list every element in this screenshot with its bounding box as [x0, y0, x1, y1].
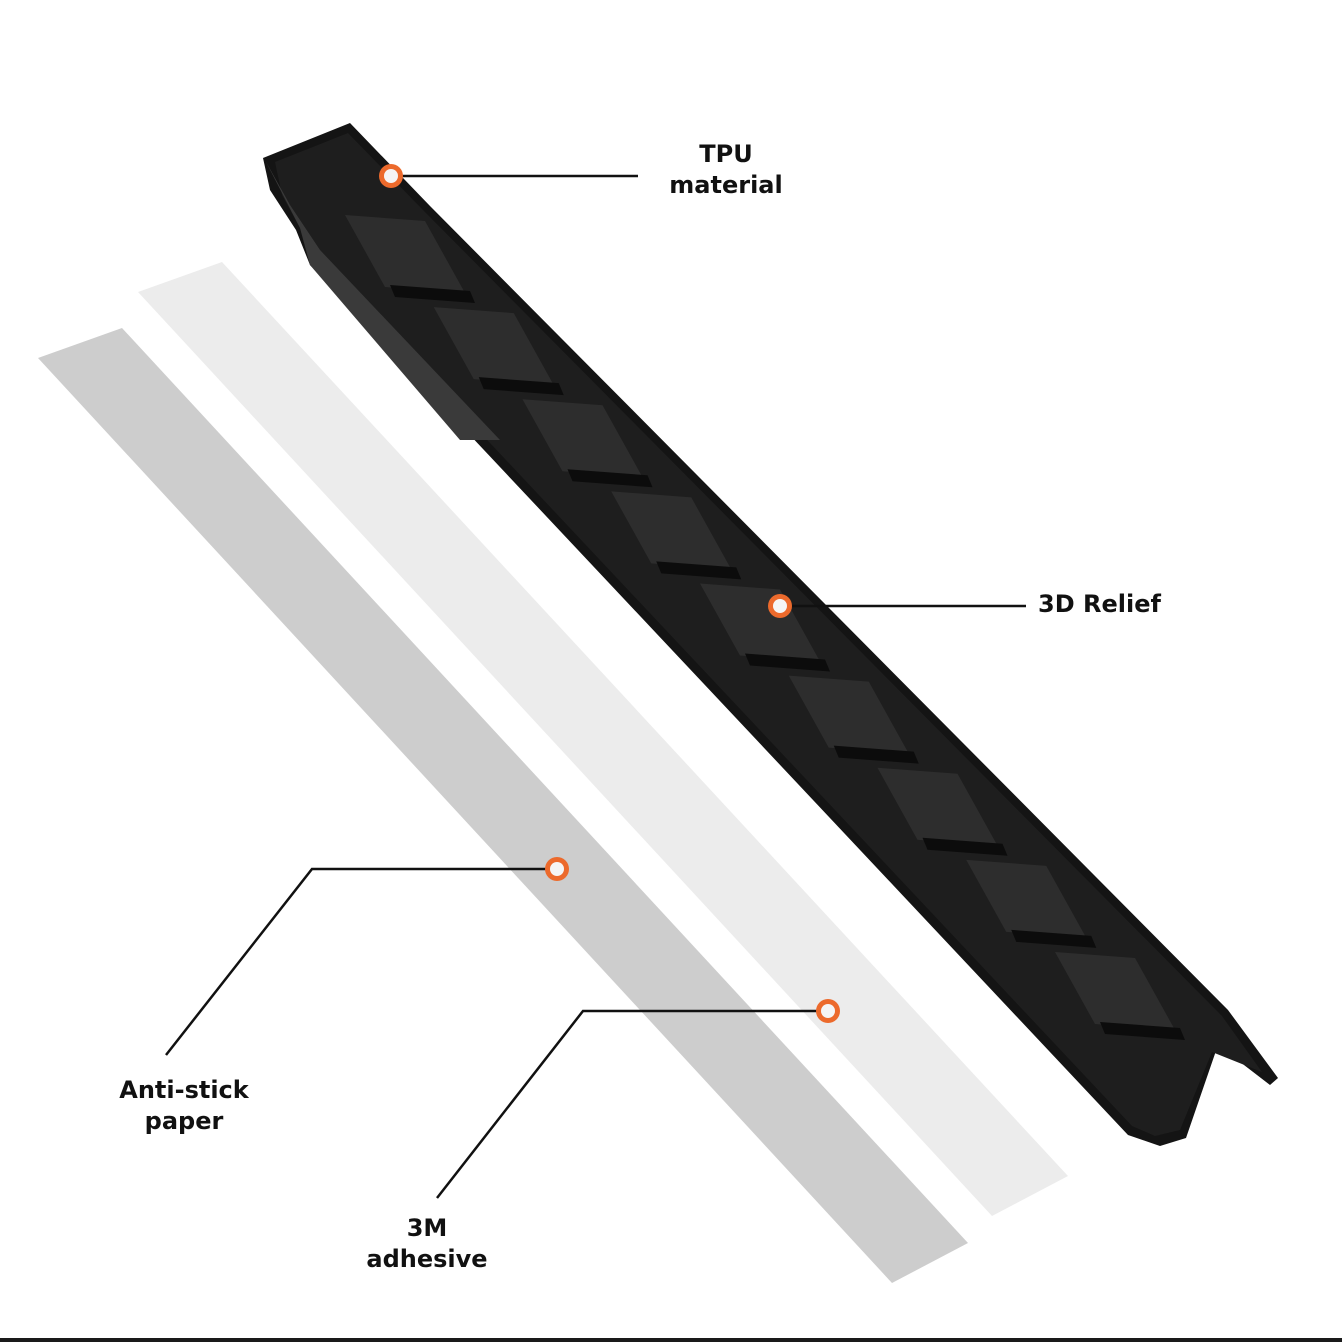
label-tpu-line1: TPU [699, 140, 753, 168]
relief-rib-edge [922, 837, 1008, 856]
label-adhesive-line1: 3M [406, 1214, 448, 1242]
relief-rib [966, 859, 1097, 948]
relief-rib-edge [1011, 929, 1097, 948]
marker-relief-center [773, 599, 787, 613]
marker-tpu-center [384, 169, 398, 183]
relief-pad [700, 583, 820, 662]
callout-markers [379, 164, 840, 1023]
relief-rib-edge [567, 469, 653, 488]
relief-pad [877, 767, 998, 846]
relief-pad [788, 675, 909, 754]
label-antistick-line1: Anti-stick [119, 1076, 249, 1104]
marker-adhesive-center [821, 1004, 835, 1018]
marker-antistick [545, 857, 569, 881]
marker-tpu [379, 164, 403, 188]
relief-rib-edge [390, 285, 475, 303]
marker-antistick-center [550, 862, 564, 876]
relief-rib [788, 675, 919, 764]
tpu-strip [263, 123, 1278, 1146]
relief-rib-edge [745, 653, 830, 672]
marker-adhesive [816, 999, 840, 1023]
label-3d-relief: 3D Relief [1038, 589, 1188, 620]
label-3m-adhesive: 3M adhesive [347, 1213, 507, 1275]
relief-ribs [345, 215, 1185, 1040]
relief-rib [345, 215, 475, 303]
label-tpu-material: TPU material [646, 139, 806, 201]
marker-relief [768, 594, 792, 618]
label-anti-stick-paper: Anti-stick paper [94, 1075, 274, 1137]
leader-line-antistick [165, 867, 557, 1056]
label-relief-text: 3D Relief [1038, 590, 1161, 618]
antistick-paper-layer [38, 328, 968, 1283]
label-tpu-line2: material [669, 171, 783, 199]
adhesive-layer [138, 262, 1068, 1216]
relief-pad [522, 399, 643, 478]
relief-rib [611, 491, 742, 580]
bottom-border [0, 1338, 1342, 1342]
relief-rib [877, 767, 1008, 856]
label-antistick-line2: paper [144, 1107, 224, 1135]
relief-rib [522, 399, 653, 488]
relief-rib-edge [833, 745, 919, 764]
relief-pad [966, 859, 1087, 938]
leader-line-adhesive [436, 1009, 828, 1199]
relief-rib-edge [1100, 1022, 1185, 1040]
relief-pad [1055, 952, 1175, 1030]
relief-pad [433, 307, 554, 386]
label-adhesive-line2: adhesive [366, 1245, 488, 1273]
relief-rib [1055, 952, 1185, 1040]
relief-rib-edge [478, 377, 564, 396]
relief-rib [433, 307, 564, 396]
leader-lines [165, 174, 1026, 1199]
relief-pad [345, 215, 465, 293]
relief-rib-edge [656, 561, 742, 580]
relief-pad [611, 491, 732, 570]
relief-rib [700, 583, 830, 672]
